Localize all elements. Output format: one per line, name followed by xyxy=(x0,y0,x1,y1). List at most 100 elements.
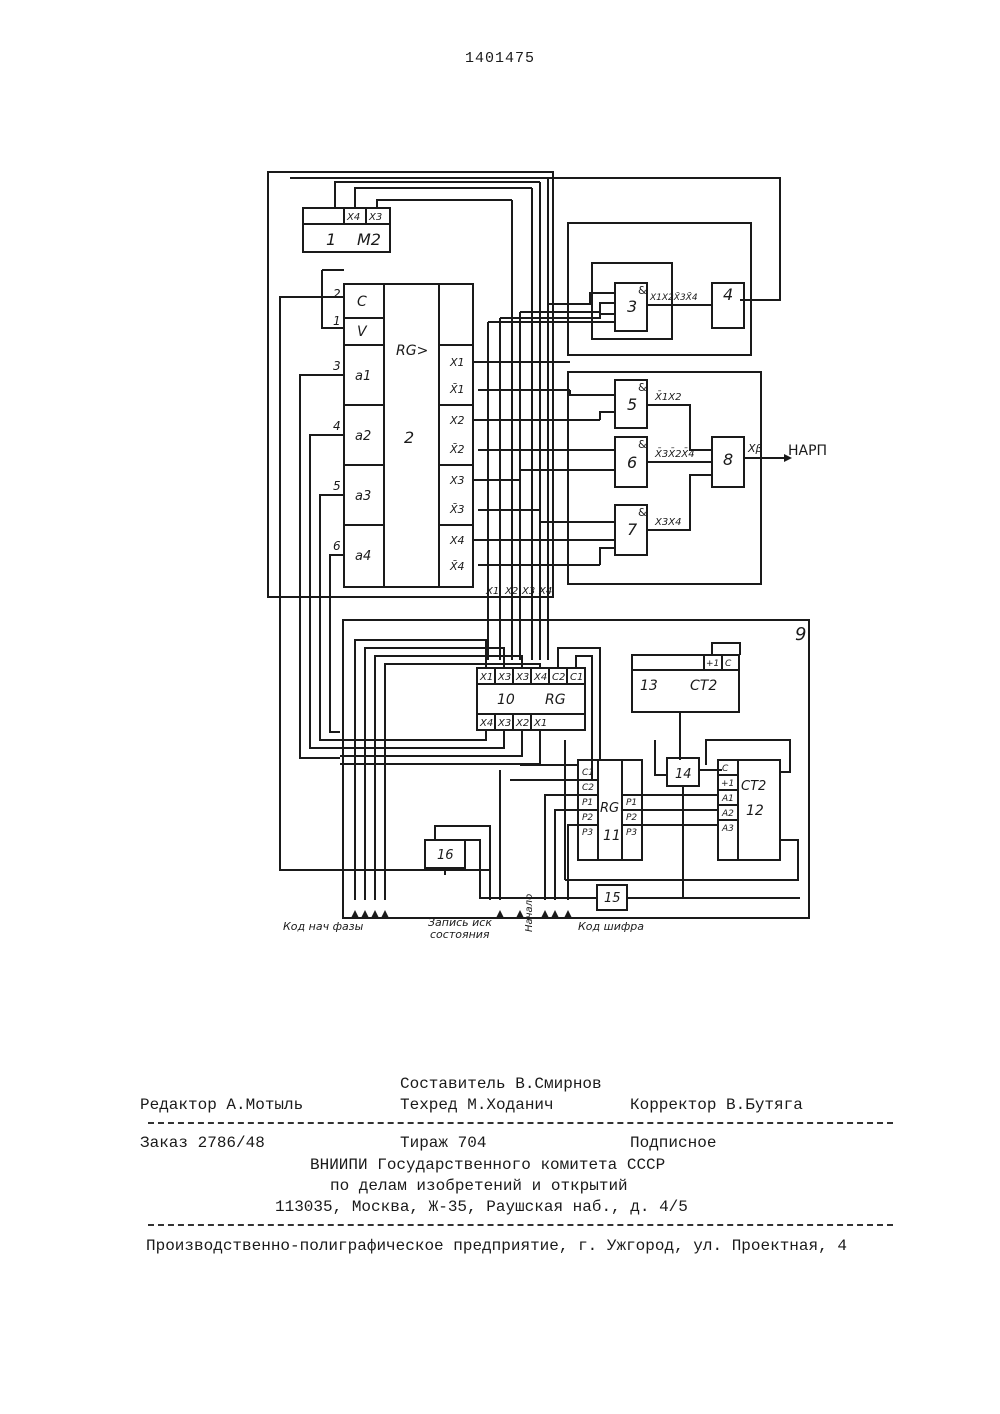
input-write-2: состояния xyxy=(430,928,490,941)
imprint-printer: Производственно-полиграфическое предприя… xyxy=(146,1237,847,1255)
b2-pin-5: 5 xyxy=(333,479,341,493)
label-block-4: 4 xyxy=(723,285,733,304)
label-block-8: 8 xyxy=(723,450,733,469)
imprint-techred: Техред М.Ходанич xyxy=(400,1096,554,1114)
divider-top xyxy=(148,1122,893,1124)
b11-right-1: P2 xyxy=(626,813,637,823)
b12-left-3: A2 xyxy=(721,809,734,819)
label-block-6: 6 xyxy=(627,453,637,472)
term-b6: X̄3X̄2X̄4 xyxy=(654,447,695,460)
term-b5: X̄1X2 xyxy=(654,390,681,403)
input-code-phase: Код нач фазы xyxy=(283,920,364,933)
label-block-12-type: CT2 xyxy=(741,779,766,794)
b2-port-v: V xyxy=(357,324,368,340)
b2-out-nx4: X̄4 xyxy=(449,560,465,573)
circuit-diagram: 1 M2 RG> 2 3 4 5 6 7 8 9 10 RG 11 RG 12 … xyxy=(0,0,1000,1000)
label-block-7: 7 xyxy=(627,520,638,539)
term-b7: X3X4 xyxy=(654,517,681,528)
label-block-1: 1 xyxy=(326,230,336,249)
b12-left-0: C xyxy=(722,764,729,774)
b1-in-x4: X4 xyxy=(346,212,360,223)
imprint-org-line1: ВНИИПИ Государственного комитета СССР xyxy=(310,1156,665,1174)
imprint-subscription: Подписное xyxy=(630,1134,716,1152)
b10-top-3: X4 xyxy=(533,672,547,683)
label-block-2-type: RG> xyxy=(396,343,428,359)
label-out-b8: Xβ xyxy=(747,442,763,455)
b11-right-2: P3 xyxy=(626,828,637,838)
b2-pin-2: 2 xyxy=(333,287,341,301)
b10-top-0: X1 xyxy=(479,672,493,683)
label-block-5: 5 xyxy=(627,395,637,414)
label-block-2: 2 xyxy=(404,428,414,447)
label-block-13-type: CT2 xyxy=(690,678,717,694)
b2-pin-1: 1 xyxy=(333,314,341,328)
b2-out-nx3: X̄3 xyxy=(449,503,465,516)
b10-bot-2: X2 xyxy=(515,718,529,729)
imprint-order: Заказ 2786/48 xyxy=(140,1134,265,1152)
b11-left-3: P2 xyxy=(582,813,593,823)
label-block-3: 3 xyxy=(627,297,637,316)
b13-in-1: C xyxy=(725,659,732,669)
b11-left-1: C2 xyxy=(582,783,594,793)
b2-out-nx1: X̄1 xyxy=(449,383,465,396)
b2-pin-3: 3 xyxy=(333,359,341,373)
b1-in-x3: X3 xyxy=(368,212,382,223)
divider-bottom xyxy=(148,1224,893,1226)
imprint-circulation: Тираж 704 xyxy=(400,1134,486,1152)
b11-right-0: P1 xyxy=(626,798,637,808)
b2-out-x1: X1 xyxy=(449,356,465,369)
label-block-13: 13 xyxy=(640,678,658,694)
b2-port-a1: a1 xyxy=(355,369,371,384)
b11-left-0: C1 xyxy=(582,768,594,778)
b2-out-nx2: X̄2 xyxy=(449,443,465,456)
b12-left-2: A1 xyxy=(721,794,734,804)
term-b3: X1X2X̄3X̄4 xyxy=(649,291,698,303)
b10-bot-3: X1 xyxy=(533,718,547,729)
b2-pin-6: 6 xyxy=(333,539,341,553)
label-block-12: 12 xyxy=(746,803,764,819)
label-block-14: 14 xyxy=(675,767,692,782)
and-sign-7: & xyxy=(638,506,647,519)
imprint-address: 113035, Москва, Ж-35, Раушская наб., д. … xyxy=(275,1198,688,1216)
b12-left-1: +1 xyxy=(721,779,734,789)
b2-out-x2: X2 xyxy=(449,414,465,427)
imprint-corrector: Корректор В.Бутяга xyxy=(630,1096,803,1114)
bus-x1: X1 xyxy=(485,586,499,597)
input-start: Начало xyxy=(524,894,535,932)
frame-group-5-8 xyxy=(568,372,761,584)
b13-in-0: +1 xyxy=(706,659,719,669)
label-block-1-type: M2 xyxy=(357,230,381,249)
label-out: НАРП xyxy=(788,443,827,459)
input-code-digit: Код шифра xyxy=(578,920,644,933)
b10-top-5: C1 xyxy=(570,672,583,683)
and-sign-6: & xyxy=(638,438,647,451)
label-block-10-type: RG xyxy=(545,692,566,708)
label-block-11: 11 xyxy=(603,828,621,844)
bus-x4: X4 xyxy=(538,586,552,597)
b2-pin-4: 4 xyxy=(333,419,341,433)
b2-port-a4: a4 xyxy=(355,549,371,564)
b2-out-x3: X3 xyxy=(449,474,465,487)
bus-x2: X2 xyxy=(504,586,518,597)
b10-top-1: X3 xyxy=(497,672,511,683)
b11-left-4: P3 xyxy=(582,828,593,838)
b10-top-2: X3 xyxy=(515,672,529,683)
imprint-compiler: Составитель В.Смирнов xyxy=(400,1075,602,1093)
b2-out-x4: X4 xyxy=(449,534,465,547)
imprint-org-line2: по делам изобретений и открытий xyxy=(330,1177,628,1195)
label-block-11-type: RG xyxy=(600,801,619,816)
label-block-15: 15 xyxy=(604,891,621,906)
b2-port-c: C xyxy=(357,294,367,310)
and-sign-5: & xyxy=(638,381,647,394)
b10-bot-0: X4 xyxy=(479,718,493,729)
b12-left-4: A3 xyxy=(721,824,734,834)
b10-top-4: C2 xyxy=(552,672,565,683)
bus-x3: X3 xyxy=(521,586,535,597)
b2-port-a2: a2 xyxy=(355,429,371,444)
and-sign-3: & xyxy=(638,284,647,297)
imprint-editor: Редактор А.Мотыль xyxy=(140,1096,303,1114)
label-block-16: 16 xyxy=(437,848,454,863)
label-group-9: 9 xyxy=(795,624,806,645)
b11-left-2: P1 xyxy=(582,798,593,808)
b10-bot-1: X3 xyxy=(497,718,511,729)
